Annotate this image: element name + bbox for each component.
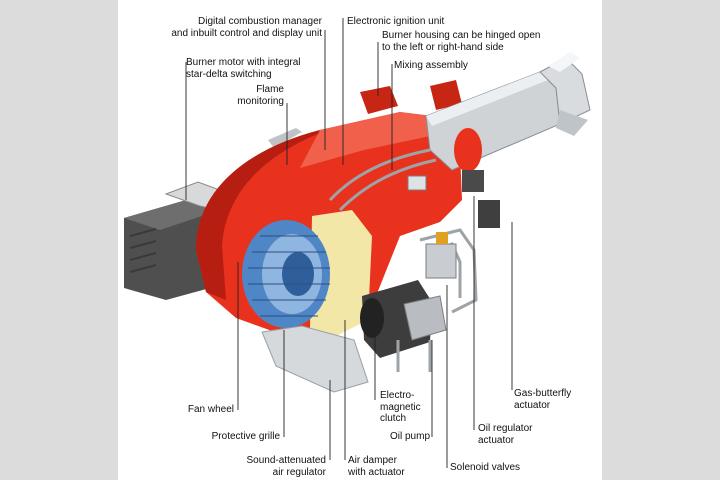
oil-regulator-actuator [462, 170, 484, 192]
label-burner-housing: Burner housing can be hinged open to the… [382, 30, 541, 53]
oil-pump-block [360, 280, 447, 358]
air-regulator-box [261, 325, 369, 393]
flame-monitor-tube [268, 128, 302, 148]
label-gas-butterfly: Gas-butterfly actuator [514, 388, 572, 411]
fan-assembly [242, 210, 372, 338]
label-ignition-unit: Electronic ignition unit [347, 16, 445, 27]
label-fan-wheel: Fan wheel [187, 404, 234, 415]
valve-coil [436, 232, 448, 244]
label-oil-pump: Oil pump [389, 431, 430, 442]
label-solenoid-valves: Solenoid valves [450, 462, 521, 473]
label-mixing-assembly: Mixing assembly [394, 60, 468, 71]
gas-butterfly-actuator [478, 200, 500, 228]
label-flame-monitoring: Flame monitoring [237, 84, 284, 107]
label-sound-attenuated: Sound-attenuated air regulator [246, 455, 326, 478]
leader-lines [185, 18, 513, 468]
label-protective-grille: Protective grille [211, 431, 280, 442]
label-air-damper: Air damper with actuator [348, 455, 405, 478]
label-oil-regulator: Oil regulator actuator [478, 423, 533, 446]
label-burner-motor: Burner motor with integral star-delta sw… [186, 57, 301, 80]
ignition-unit [407, 175, 427, 191]
label-digital-manager: Digital combustion manager and inbuilt c… [171, 16, 322, 39]
label-electromagnetic-clutch: Electro- magnetic clutch [380, 390, 421, 424]
solenoid-valve-body [425, 243, 457, 279]
mixing-assembly [425, 52, 591, 172]
